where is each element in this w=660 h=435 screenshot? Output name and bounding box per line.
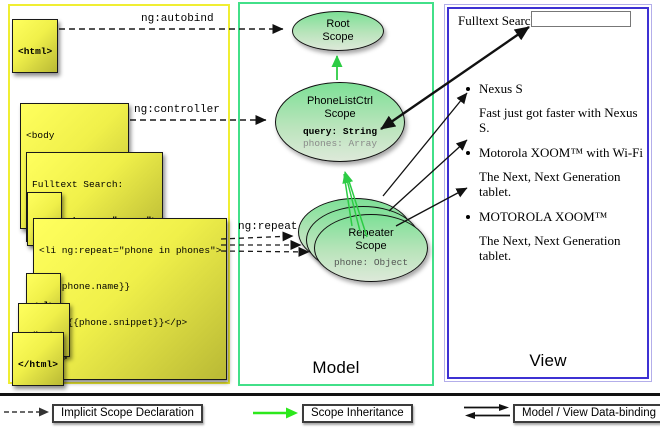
scope-title: Root (326, 18, 350, 30)
phone-name-row: MOTOROLA XOOM™ (466, 209, 644, 224)
double-arrow-icon (464, 404, 510, 419)
scope-title: Repeater (348, 227, 394, 239)
legend-data-binding: Model / View Data-binding (513, 404, 660, 423)
model-panel-title: Model (312, 358, 360, 377)
dashed-arrow-icon (4, 407, 49, 417)
phone-list: Nexus S Fast just got faster with Nexus … (466, 81, 644, 273)
label-ng-autobind: ng:autobind (141, 13, 214, 25)
legend-separator (0, 393, 660, 396)
label-ng-repeat: ng:repeat (238, 221, 298, 233)
list-item: MOTOROLA XOOM™ The Next, Next Generation… (466, 209, 644, 263)
scope-prop-phone: phone: Object (333, 257, 409, 268)
scope-prop-phones: phones: Array (302, 137, 378, 149)
legend-scope-inheritance: Scope Inheritance (302, 404, 413, 423)
label-ng-controller: ng:controller (134, 104, 220, 116)
green-arrow-icon (253, 407, 298, 419)
bullet-icon (466, 214, 470, 219)
root-scope-ellipse: Root Scope (292, 11, 384, 51)
scope-prop-query: query: String (302, 125, 378, 137)
code-line: {{phone.name}} (39, 281, 131, 292)
code-line: <html> (18, 46, 53, 57)
code-line: Fulltext Search: (32, 179, 124, 190)
code-box-html-open: <html> (12, 19, 59, 73)
phone-snippet: The Next, Next Generation tablet. (479, 233, 621, 263)
list-item: Motorola XOOM™ with Wi-Fi The Next, Next… (466, 145, 644, 199)
phone-name: Motorola XOOM™ with Wi-Fi (479, 145, 644, 160)
legend-implicit-scope: Implicit Scope Declaration (52, 404, 203, 423)
bullet-icon (466, 150, 470, 155)
code-line: <li ng:repeat="phone in phones"> (39, 245, 222, 256)
phone-name: MOTOROLA XOOM™ (479, 209, 608, 224)
view-panel-title: View (529, 351, 567, 370)
code-line: <body (26, 130, 55, 141)
phonelistctrl-scope-ellipse: PhoneListCtrl Scope query: String phones… (275, 82, 405, 162)
model-panel: Model (238, 2, 434, 386)
scope-title: Scope (324, 107, 356, 120)
code-box-html-close: </html> (12, 332, 64, 386)
code-line: </html> (18, 359, 58, 370)
phone-name-row: Motorola XOOM™ with Wi-Fi (466, 145, 644, 160)
phone-snippet: The Next, Next Generation tablet. (479, 169, 621, 199)
repeater-scope-ellipse-front: Repeater Scope phone: Object (314, 214, 428, 282)
phone-name-row: Nexus S (466, 81, 644, 96)
bullet-icon (466, 86, 470, 91)
fulltext-search-label: Fulltext Search: (458, 13, 541, 28)
list-item: Nexus S Fast just got faster with Nexus … (466, 81, 644, 135)
phone-name: Nexus S (479, 81, 523, 96)
fulltext-search-input[interactable] (531, 11, 631, 27)
scope-title: Scope (355, 240, 387, 252)
code-line: <p>{{phone.snippet}}</p> (39, 317, 188, 328)
scope-title: Scope (322, 31, 354, 43)
scope-title: PhoneListCtrl (306, 94, 374, 107)
phone-snippet: Fast just got faster with Nexus S. (479, 105, 638, 135)
